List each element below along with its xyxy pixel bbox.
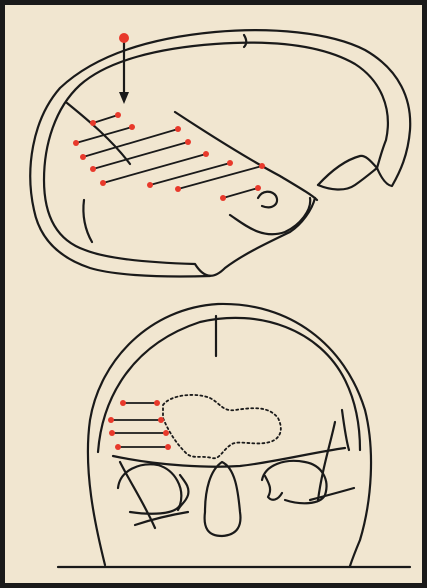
electrode-contact [120,400,126,406]
electrode-contact [220,195,226,201]
right-orbit [118,464,181,513]
electrode-contact [154,400,160,406]
occipital-ridge [318,168,377,190]
electrode-contact [255,185,261,191]
electrode-contact [165,444,171,450]
coronal-suture [244,35,246,47]
electrode-contact [185,139,191,145]
electrode-contact [100,180,106,186]
electrode-line [93,142,188,169]
electrode-contact [115,444,121,450]
frontal-inner-contour [98,318,360,452]
electrode-contact [163,430,169,436]
lateral-electrode-contacts [73,112,265,201]
left-cheek-line [310,488,354,500]
entry-arrow-head [119,92,129,104]
electrode-contact [259,163,265,169]
electrode-contact [147,182,153,188]
electrode-contact [115,112,121,118]
left-orbit [262,461,326,503]
electrode-contact [108,417,114,423]
frontal-electrode-contacts [108,400,171,450]
right-zygoma-line [120,462,155,528]
ventricle-outline [163,395,281,458]
electrode-contact [158,417,164,423]
frontal-skull-view [88,304,371,566]
electrode-line [76,127,132,143]
electrode-contact [90,120,96,126]
electrode-contact [175,126,181,132]
orbital-notch [258,192,277,208]
electrode-contact [203,151,209,157]
lateral-skull-view [30,30,410,276]
left-turbinate [265,476,282,500]
nasal-cavity [205,462,241,536]
electrode-contact [73,140,79,146]
electrode-contact [129,124,135,130]
electrode-line [103,154,206,183]
temporal-lobe-curve [230,198,310,234]
electrode-contact [175,186,181,192]
entry-point [119,33,129,43]
electrode-contact [80,154,86,160]
electrode-contact [227,160,233,166]
outer-skull-contour [30,30,410,276]
electrode-contact [109,430,115,436]
electrode-line [178,166,262,189]
electrode-contact [90,166,96,172]
frontal-electrode-lines [111,403,168,447]
temporal-line [67,103,130,164]
electrode-line [223,188,258,198]
frontal-outer-contour [88,304,371,566]
left-sphenoid-line [342,410,349,450]
frontal-bone-line [83,200,92,242]
electrode-line [83,129,178,157]
inner-skull-contour [44,43,388,276]
electrode-line [93,115,118,123]
